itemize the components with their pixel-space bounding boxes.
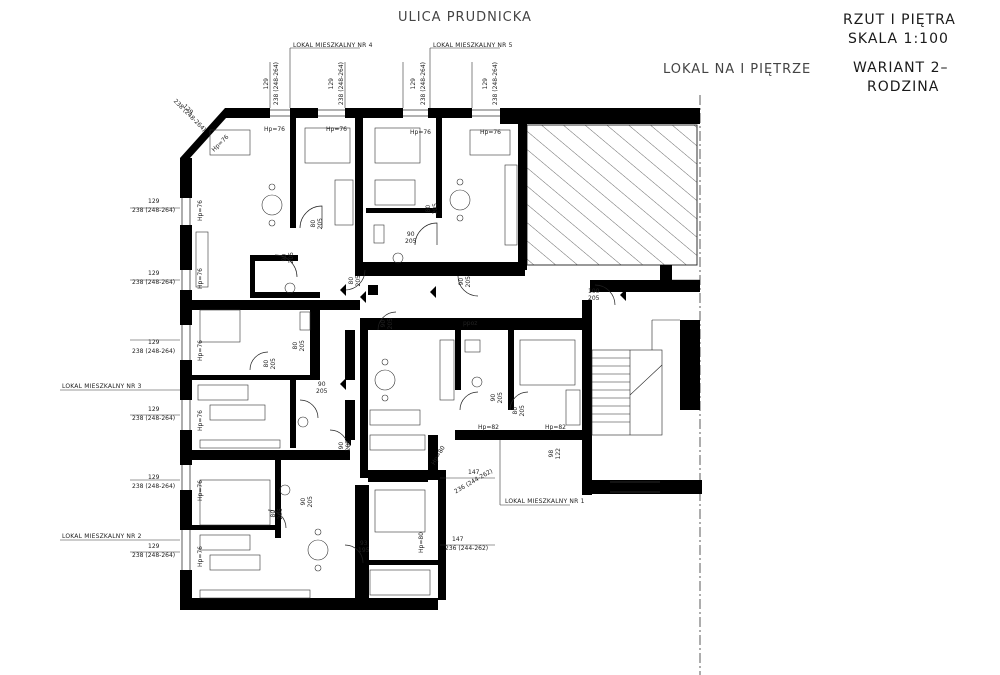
sill-height: Hp=76 [197,340,204,361]
staircase [591,319,680,436]
unit-label-nr5: LOKAL MIESZKALNY NR 5 [433,42,513,49]
leader-lines [60,47,570,553]
window-width-top: 129 [328,78,335,90]
window-height-top: 238 (248-264) [273,62,280,106]
unit-label-nr2: LOKAL MIESZKALNY NR 2 [62,533,142,540]
door-swings [249,205,616,564]
door-dim: 80 205 [263,358,277,370]
street-name: ULICA PRUDNICKA [398,10,532,25]
windows [181,109,660,570]
sill-height: Hp=76 [480,129,501,136]
window-width-left: 129 [148,406,160,413]
sill-height: Hp=76 [197,546,204,567]
furniture [195,127,581,599]
sill-height: Hp=76 [197,410,204,431]
door-dim: 90 205 [380,318,394,330]
floor-unit-label: LOKAL NA I PIĘTRZE [663,62,812,77]
fire-protection-label: ppoz [463,320,478,327]
door-dim: 90 205 [300,496,314,508]
unit-label-nr3: LOKAL MIESZKALNY NR 3 [62,383,142,390]
window-height-left: 238 (248-264) [132,348,176,355]
sill-height: Hp=76 [326,126,347,133]
door-dim: 93 195 [358,540,370,554]
window-height-left: 238 (248-264) [132,415,176,422]
sill-height: Hp=76 [264,126,285,133]
window-height-right: 236 (244-262) [445,545,489,552]
door-dim: 90 205 [405,231,417,245]
sill-height: Hp=82 [545,424,566,431]
variant-type-label: RODZINA [867,79,940,95]
sill-height: Hp=76 [197,480,204,501]
door-dim: 90 205 [458,276,472,288]
door-dim: 80 205 [512,405,526,417]
window-width-left: 129 [148,339,160,346]
door-dim: 80 205 [425,203,439,215]
window-height-top: 238 (248-264) [338,62,345,106]
window-height-top: 238 (248-264) [492,62,499,106]
door-dim: 90 205 [281,252,295,264]
entrance-arrows [340,284,626,446]
unit-label-nr1: LOKAL MIESZKALNY NR 1 [505,498,585,505]
window-width-left: 129 [148,543,160,550]
window-width-left: 129 [148,474,160,481]
window-width-top: 129 [410,78,417,90]
door-dim: 98 122 [548,448,562,460]
window-height-left: 238 (248-264) [132,207,176,214]
window-height-left: 238 (248-264) [132,483,176,490]
sheet-title: RZUT I PIĘTRA [843,12,956,28]
door-dim: 90 205 [316,381,328,395]
unit-label-nr4: LOKAL MIESZKALNY NR 4 [293,42,373,49]
window-width-left: 129 [148,270,160,277]
walls [180,108,702,610]
door-dim: 80 205 [270,508,284,520]
window-height-left: 238 (248-264) [132,552,176,559]
door-dim: 80 205 [348,275,362,287]
window-width-right: 147 [468,469,480,476]
window-width-top: 129 [482,78,489,90]
door-dim: 100 205 [588,288,600,302]
window-height-left: 238 (248-264) [132,279,176,286]
hatched-area [526,124,698,266]
door-dim: 80 205 [292,340,306,352]
door-dim: 90 205 [490,392,504,404]
variant-label: WARIANT 2– [853,60,949,76]
window-width-top: 129 [263,78,270,90]
scale-label: SKALA 1:100 [848,31,949,47]
sill-height: Hp=76 [197,200,204,221]
door-dim: 90 205 [338,440,352,452]
sill-height: Hp=76 [410,129,431,136]
door-dim: 80 205 [310,218,324,230]
window-width-left: 129 [148,198,160,205]
sill-height: Hp=80 [418,532,425,553]
window-height-top: 238 (248-264) [420,62,427,106]
window-width-right: 147 [452,536,464,543]
sill-height: Hp=76 [197,268,204,289]
sill-height: Hp=82 [478,424,499,431]
